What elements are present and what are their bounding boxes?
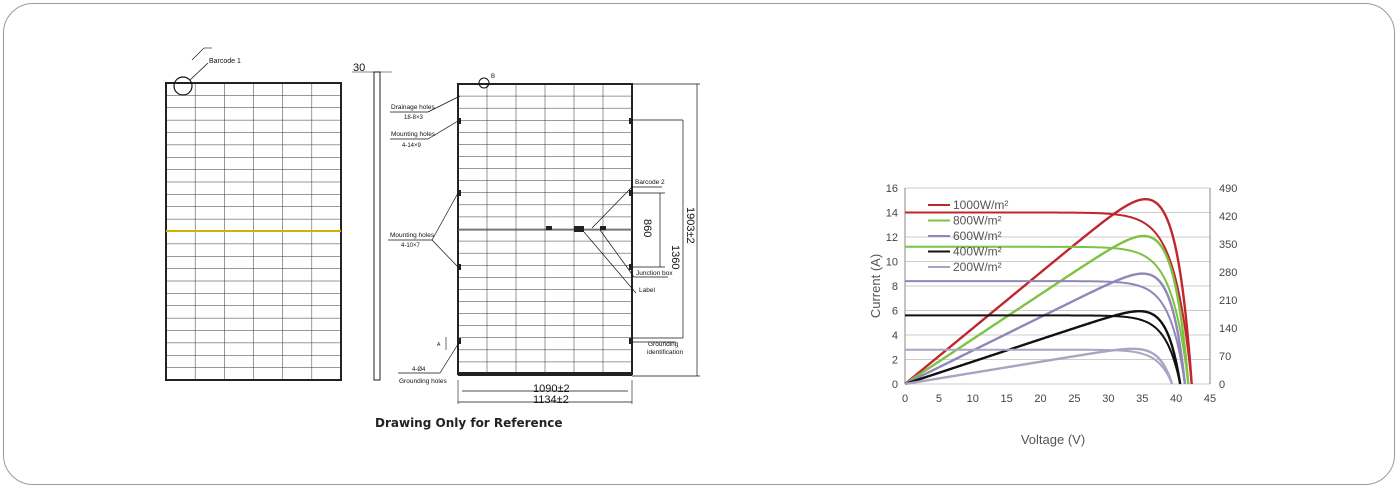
y-tick-label: 6: [892, 306, 898, 318]
y2-axis-ticks: 0 70 140 210 280 350 420 490: [1219, 183, 1237, 391]
grounding-identification-line1: Grounding: [648, 341, 679, 348]
mounting-holes-2-spec: 4-10×7: [401, 243, 421, 249]
y2-tick-label: 280: [1219, 267, 1237, 279]
front-view: Barcode 1: [165, 47, 342, 381]
barcode-2-label: Barcode 2: [635, 179, 665, 186]
x-tick-label: 5: [936, 393, 942, 405]
x-axis-ticks: 0 5 10 15 20 25 30 35 40 45: [902, 393, 1216, 405]
x-axis-label: Voltage (V): [1021, 432, 1085, 447]
panel-drawing: Barcode 1 30 B Drainage holes 18-8×3 Mou…: [165, 47, 700, 406]
iv-curve: [905, 245, 1190, 385]
legend-entry: 200W/m²: [953, 260, 1002, 274]
x-tick-label: 15: [1001, 393, 1013, 405]
barcode-1-marker: [173, 76, 193, 96]
iv-curve-chart: 0 2 4 6 8 10 12 14 16 0 70 140 210 280 350 420 490 0 5 10…: [868, 183, 1237, 447]
iv-curve: [905, 348, 1173, 385]
y2-tick-label: 70: [1219, 351, 1231, 363]
y2-tick-label: 350: [1219, 239, 1237, 251]
y2-tick-label: 140: [1219, 323, 1237, 335]
pv-curve: [904, 197, 1193, 385]
x-tick-label: 30: [1102, 393, 1114, 405]
dim-1134: 1134±2: [533, 394, 569, 406]
x-tick-label: 0: [902, 393, 908, 405]
x-tick-label: 40: [1170, 393, 1182, 405]
y-tick-label: 8: [892, 281, 898, 293]
x-tick-label: 35: [1136, 393, 1148, 405]
grounding-identification-line2: identification: [647, 349, 684, 356]
y-axis-label: Current (A): [868, 254, 883, 318]
iv-curve: [905, 280, 1186, 385]
y-tick-label: 2: [892, 355, 898, 367]
y2-tick-label: 490: [1219, 183, 1237, 195]
legend-entry: 600W/m²: [953, 229, 1002, 243]
grounding-holes-label: Grounding holes: [399, 378, 447, 385]
dim-30: 30: [353, 62, 365, 74]
x-tick-label: 45: [1204, 393, 1216, 405]
y2-tick-label: 420: [1219, 211, 1237, 223]
back-view: B Drainage holes 18-8×3 Mounting holes 4…: [388, 74, 700, 406]
iv-curve: [905, 314, 1182, 385]
y2-tick-label: 0: [1219, 379, 1225, 391]
detail-a-marker: A: [437, 342, 441, 348]
legend-entry: 400W/m²: [953, 245, 1002, 259]
caption: Drawing Only for Reference: [375, 416, 563, 430]
y-tick-label: 4: [892, 330, 898, 342]
barcode-1-label: Barcode 1: [209, 58, 241, 65]
pv-curve: [904, 234, 1190, 386]
mounting-holes-1-label: Mounting holes: [391, 131, 436, 138]
mounting-holes-2-label: Mounting holes: [390, 232, 435, 239]
y-tick-label: 10: [886, 257, 898, 269]
side-view: 30: [352, 62, 392, 381]
x-tick-label: 10: [967, 393, 979, 405]
pv-curve: [904, 347, 1174, 386]
dim-1090: 1090±2: [533, 383, 570, 395]
dim-1903: 1903±2: [684, 207, 696, 244]
y-tick-label: 0: [892, 379, 898, 391]
mounting-holes-1-spec: 4-14×9: [402, 143, 422, 149]
drainage-holes-spec: 18-8×3: [404, 115, 424, 121]
y-axis-ticks: 0 2 4 6 8 10 12 14 16: [886, 183, 898, 391]
detail-b-marker: B: [491, 74, 495, 80]
dim-860: 860: [641, 219, 653, 237]
y-tick-label: 14: [886, 208, 898, 220]
y2-tick-label: 210: [1219, 295, 1237, 307]
x-tick-label: 25: [1068, 393, 1080, 405]
x-tick-label: 20: [1034, 393, 1046, 405]
legend-entry: 1000W/m²: [953, 198, 1008, 212]
pv-curve: [904, 309, 1182, 386]
y-tick-label: 12: [886, 232, 898, 244]
junction-box-label: Junction box: [636, 270, 673, 277]
drainage-holes-label: Drainage holes: [391, 104, 435, 111]
grounding-holes-spec: 4-Ø4: [412, 367, 426, 373]
chart-series: [904, 197, 1193, 386]
iv-curve: [905, 211, 1193, 385]
y-tick-label: 16: [886, 183, 898, 195]
legend-entry: 800W/m²: [953, 214, 1002, 228]
label-label: Label: [639, 287, 655, 294]
dim-1360: 1360: [669, 245, 681, 269]
